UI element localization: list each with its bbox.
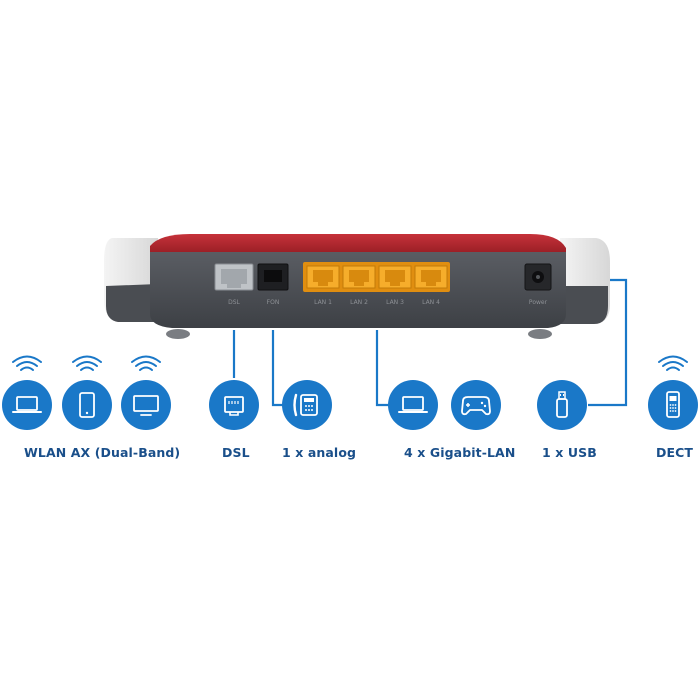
port-caption-dsl: DSL [228,299,240,306]
wifi-signal-icon [658,355,688,371]
laptop-icon [388,380,438,430]
power-port [524,263,552,291]
label-dect: DECT [656,445,694,460]
lan-port-slot [306,265,340,289]
dsl-port [214,263,254,291]
device-icons [2,380,698,430]
router-right-cap-base [560,286,608,324]
laptop-icon [2,380,52,430]
port-caption-lan-2: LAN 2 [350,299,368,306]
lan-port-slot [414,265,448,289]
ethernet-port-icon [209,380,259,430]
gamepad-icon [451,380,501,430]
router-foot-right [528,329,552,339]
connector-dect-usb [588,278,628,407]
connector-lines [232,278,628,407]
port-caption-power: Power [529,299,548,306]
wifi-signals [12,355,688,371]
connector-analog [271,330,283,407]
router-foot-left [166,329,190,339]
port-caption-lan-3: LAN 3 [386,299,404,306]
lan-port-slot [342,265,376,289]
port-caption-lan-4: LAN 4 [422,299,440,306]
label-usb: 1 x USB [542,445,597,460]
label-analog: 1 x analog [282,445,357,460]
router-left-cap-base [106,284,158,322]
label-lan: 4 x Gigabit-LAN [404,445,516,460]
connector-lan [375,330,390,407]
label-dsl: DSL [222,445,250,460]
label-wlan: WLAN AX (Dual-Band) [24,445,181,460]
monitor-icon [121,380,171,430]
wifi-signal-icon [72,355,102,371]
router: DSL FON LAN 1 LAN 2 LAN 3 LAN 4 Power [104,234,610,339]
lan-port-slot [378,265,412,289]
cordless-phone-icon [648,380,698,430]
port-caption-fon: FON [267,299,280,306]
usb-stick-icon [537,380,587,430]
wifi-signal-icon [12,355,42,371]
lan-ports [303,262,450,292]
port-caption-lan-1: LAN 1 [314,299,332,306]
wifi-signal-icon [131,355,161,371]
fon-port [257,263,289,291]
tablet-icon [62,380,112,430]
desk-phone-icon [282,380,332,430]
